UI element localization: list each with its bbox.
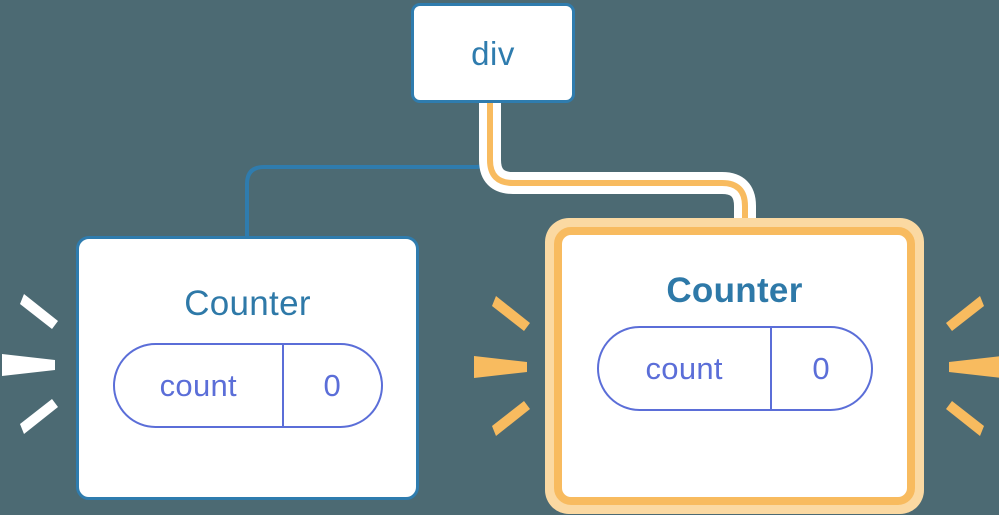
spark-middle [474,356,527,378]
edge-div-to-counter-right [487,103,748,230]
spark-middle [949,356,999,378]
node-counter-right-highlight-halo: Counter count 0 [545,218,924,514]
node-counter-left[interactable]: Counter count 0 [76,236,419,500]
spark-lower [492,401,530,436]
node-div[interactable]: div [411,3,575,103]
state-pill-right: count 0 [596,326,873,411]
node-counter-left-label: Counter [184,284,311,323]
state-value-left: 0 [323,367,342,403]
state-key-left: count [115,345,285,426]
burst-left-outer [2,294,58,434]
spark-upper [492,296,530,331]
state-value-right: 0 [812,350,830,386]
spark-upper [20,294,58,329]
state-key-right: count [599,328,772,409]
spark-middle [2,354,55,376]
node-counter-right-label: Counter [666,271,803,310]
burst-middle [474,296,530,436]
spark-lower [946,401,984,436]
edge-div-to-counter-left [245,103,495,236]
node-div-label: div [471,34,515,72]
node-counter-right[interactable]: Counter count 0 [554,227,915,505]
burst-right-outer [946,296,999,436]
spark-lower [20,399,58,434]
edge-div-to-counter-right-halo [479,103,756,230]
spark-upper [946,296,984,331]
state-pill-left: count 0 [112,343,383,428]
